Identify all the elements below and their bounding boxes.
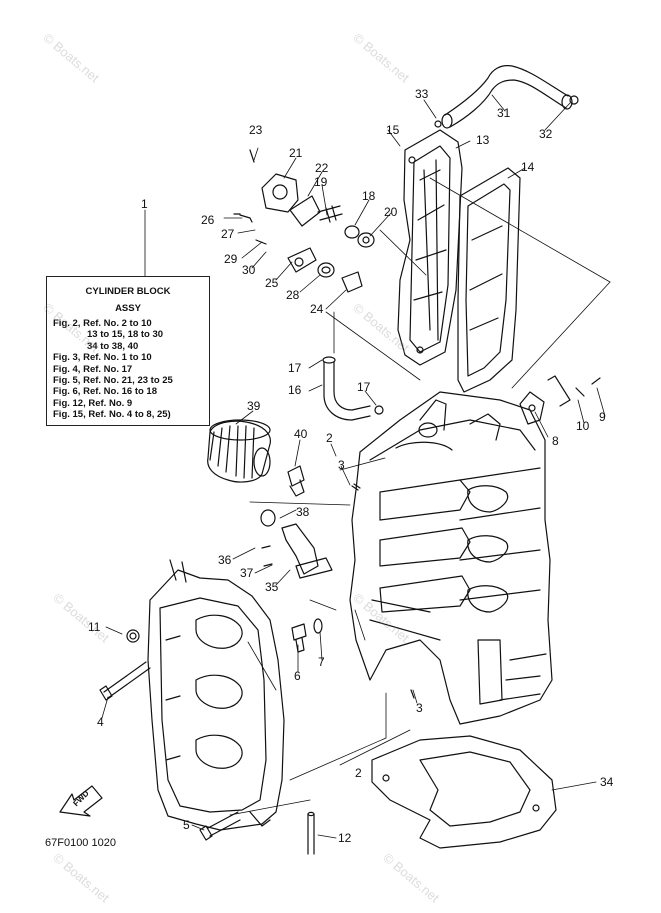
callout-31: 31 bbox=[497, 106, 511, 120]
bolt-4 bbox=[99, 661, 151, 701]
callout-2-b: 2 bbox=[355, 766, 362, 780]
callout-22: 22 bbox=[315, 161, 329, 175]
cylinder-head bbox=[147, 559, 285, 831]
guide-lines bbox=[229, 177, 611, 816]
callout-40: 40 bbox=[294, 427, 308, 441]
oil-filter-39 bbox=[207, 419, 271, 483]
callout-13: 13 bbox=[476, 133, 490, 147]
legend-subtitle: ASSY bbox=[115, 303, 141, 314]
callout-12: 12 bbox=[338, 831, 352, 845]
plug-11 bbox=[126, 629, 140, 643]
pipe-16 bbox=[322, 356, 384, 421]
callout-36: 36 bbox=[218, 553, 232, 567]
callout-17: 17 bbox=[288, 361, 302, 375]
callout-32: 32 bbox=[539, 127, 553, 141]
callout-11: 11 bbox=[88, 620, 101, 634]
gasket-34 bbox=[371, 735, 557, 849]
dowel-pin-3 bbox=[351, 483, 415, 699]
callout-14: 14 bbox=[521, 160, 535, 174]
callout-16: 16 bbox=[288, 383, 302, 397]
callout-37: 37 bbox=[240, 566, 254, 580]
callout-18: 18 bbox=[362, 189, 376, 203]
callout-19: 19 bbox=[314, 175, 328, 189]
callout-3-b: 3 bbox=[416, 701, 423, 715]
callout-24: 24 bbox=[310, 302, 324, 316]
drawing-code: 67F0100 1020 bbox=[45, 837, 116, 849]
exhaust-cover-13 bbox=[397, 129, 463, 366]
callout-1: 1 bbox=[141, 197, 148, 211]
callout-3: 3 bbox=[338, 458, 345, 472]
legend-line: Fig. 2, Ref. No. 2 to 10 bbox=[53, 318, 152, 329]
cylinder-block-assy-legend: CYLINDER BLOCK ASSY Fig. 2, Ref. No. 2 t… bbox=[46, 276, 210, 426]
bracket-35 bbox=[260, 509, 333, 579]
callout-17-b: 17 bbox=[357, 380, 371, 394]
cylinder-block bbox=[349, 391, 553, 725]
callout-4: 4 bbox=[97, 715, 104, 729]
hose-31 bbox=[434, 65, 579, 129]
callout-34: 34 bbox=[600, 775, 614, 789]
fwd-arrow-icon bbox=[59, 785, 103, 817]
legend-line: Fig. 3, Ref. No. 1 to 10 bbox=[53, 352, 152, 364]
callout-9: 9 bbox=[599, 410, 606, 424]
legend-line: 34 to 38, 40 bbox=[87, 340, 139, 352]
callout-26: 26 bbox=[201, 213, 215, 227]
thermostat-cover-21 bbox=[233, 149, 375, 293]
legend-title: CYLINDER BLOCK bbox=[85, 286, 171, 297]
callout-35: 35 bbox=[265, 580, 279, 594]
gasket-14 bbox=[457, 167, 521, 393]
callout-29: 29 bbox=[224, 252, 238, 266]
legend-line: Fig. 6, Ref. No. 16 to 18 bbox=[53, 386, 157, 398]
stud-12 bbox=[307, 811, 315, 855]
callout-25: 25 bbox=[265, 276, 279, 290]
callout-21: 21 bbox=[289, 146, 303, 160]
callout-7: 7 bbox=[318, 655, 325, 669]
callout-15: 15 bbox=[386, 123, 400, 137]
legend-line: 13 to 15, 18 to 30 bbox=[87, 329, 164, 341]
callout-10: 10 bbox=[576, 419, 590, 433]
callout-39: 39 bbox=[247, 399, 261, 413]
callout-27: 27 bbox=[221, 227, 235, 241]
fitting-40 bbox=[287, 465, 305, 497]
legend-line: Fig. 4, Ref. No. 17 bbox=[53, 363, 133, 375]
bolt-5 bbox=[199, 811, 241, 841]
callout-20: 20 bbox=[384, 205, 398, 219]
bolt-6 bbox=[291, 618, 323, 653]
callout-6: 6 bbox=[294, 669, 301, 683]
callout-2: 2 bbox=[326, 431, 333, 445]
callout-38: 38 bbox=[296, 505, 310, 519]
callout-8: 8 bbox=[552, 434, 559, 448]
callout-33: 33 bbox=[415, 87, 429, 101]
legend-line: Fig. 15, Ref. No. 4 to 8, 25) bbox=[53, 409, 171, 421]
anode-bracket-8 bbox=[519, 375, 601, 425]
callout-30: 30 bbox=[242, 263, 256, 277]
callout-28: 28 bbox=[286, 288, 300, 302]
legend-line: Fig. 12, Ref. No. 9 bbox=[53, 397, 133, 409]
legend-line: Fig. 5, Ref. No. 21, 23 to 25 bbox=[53, 374, 173, 386]
callout-23: 23 bbox=[249, 123, 263, 137]
callout-5: 5 bbox=[183, 818, 190, 832]
